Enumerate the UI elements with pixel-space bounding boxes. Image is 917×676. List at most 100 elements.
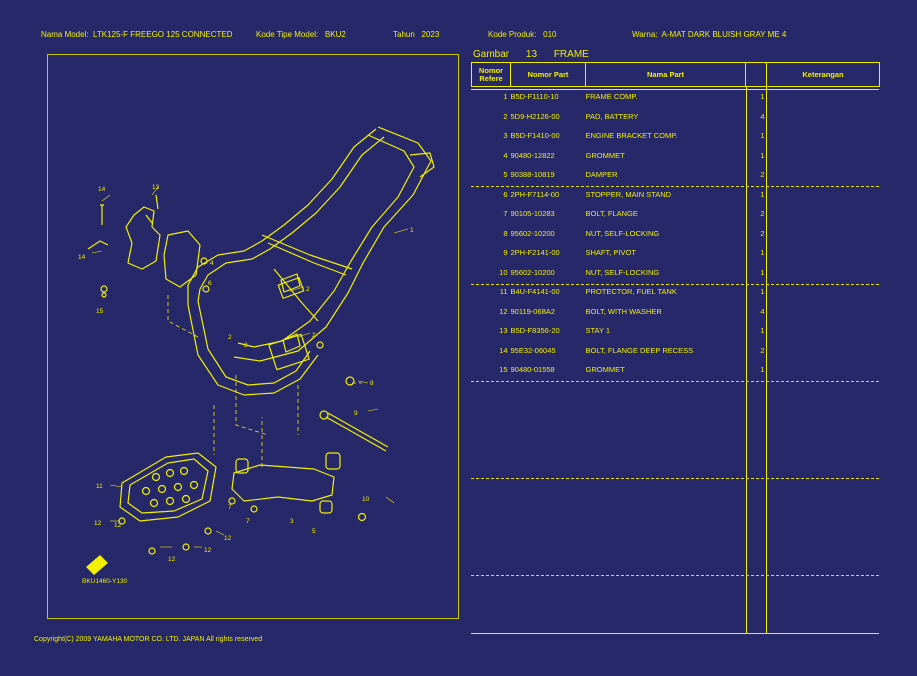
figure-name: FRAME [553, 49, 589, 60]
callout-7b: 7 [246, 518, 250, 525]
notes-cell [767, 302, 880, 322]
callout-15: 15 [96, 308, 104, 315]
table-row [472, 575, 880, 595]
part-number-cell [511, 399, 586, 419]
callout-12c: 12 [204, 547, 212, 554]
part-name-cell [586, 438, 746, 458]
ref-number-cell: 7 [503, 209, 508, 219]
notes-cell [767, 224, 880, 244]
ref-number-cell [472, 575, 511, 595]
figure-title: Gambar 13 FRAME [473, 49, 603, 60]
ref-number-cell: 11 [499, 287, 508, 297]
callout-11: 11 [96, 483, 103, 490]
frame-downtube [243, 128, 377, 252]
ref-number-cell: 5 [503, 170, 508, 180]
part-number-cell: 90480-12822 [510, 150, 555, 160]
notes-cell [767, 107, 880, 127]
callout-labels: 1 2 2 2 2 3 4 5 6 7 7 8 9 10 11 12 12 12… [78, 184, 414, 563]
col-part-name: Nama Part [585, 62, 746, 87]
part-number-cell: B5D-F1110-10 [510, 92, 559, 102]
part-name-cell: BOLT, FLANGE DEEP RECESS [585, 345, 694, 355]
ref-number-cell: 14 [499, 345, 508, 355]
quantity-cell: 1 [760, 267, 765, 277]
part-number-cell [511, 380, 586, 400]
quantity-cell [746, 536, 767, 556]
model-type-label: Kode Tipe Model: [256, 30, 319, 39]
part-name-cell: BOLT, WITH WASHER [585, 306, 662, 316]
callout-3: 3 [290, 518, 294, 525]
group-separator-3 [471, 381, 879, 382]
callout-4: 4 [210, 260, 214, 267]
model-year: Tahun 2023 [393, 30, 439, 39]
group-separator-5 [471, 575, 879, 576]
part-name-cell [586, 614, 746, 634]
ref-number-cell [472, 555, 511, 575]
callout-2d: 2 [244, 342, 248, 349]
quantity-cell [746, 438, 767, 458]
callout-12e: 12 [114, 522, 122, 529]
callout-1: 1 [410, 227, 414, 234]
quantity-cell: 4 [760, 111, 765, 121]
part-name-cell: PAD, BATTERY [585, 111, 639, 121]
part-number-cell [511, 536, 586, 556]
quantity-cell: 1 [760, 189, 765, 199]
figure-code: BKU1460-Y130 [82, 578, 128, 585]
product-code-value: 010 [543, 30, 557, 39]
engine-bracket [231, 464, 335, 502]
callout-7a: 7 [228, 504, 232, 511]
model-type-value: BKU2 [324, 30, 346, 39]
notes-cell [767, 477, 880, 497]
ref-number-cell [472, 594, 511, 614]
color-label: Warna: [632, 30, 658, 39]
ref-number-cell: 4 [503, 150, 508, 160]
quantity-cell: 1 [760, 287, 765, 297]
quantity-cell [746, 555, 767, 575]
year-value: 2023 [421, 30, 440, 39]
part-name-cell [586, 399, 746, 419]
table-bottom-rule [471, 633, 879, 634]
col-part-number: Nomor Part [510, 62, 586, 87]
notes-cell [767, 575, 880, 595]
table-row [472, 380, 880, 400]
part-name-cell: FRAME COMP. [585, 92, 638, 102]
callout-6: 6 [208, 280, 212, 287]
model-name: Nama Model: LTK125-F FREEGO 125 CONNECTE… [41, 30, 232, 39]
callout-9: 9 [354, 410, 358, 417]
part-name-cell: ENGINE BRACKET COMP. [585, 131, 678, 141]
notes-cell [767, 321, 880, 341]
part-number-cell: 95E32-06045 [510, 345, 556, 355]
ref-number-cell: 6 [503, 189, 508, 199]
ref-number-cell [472, 399, 511, 419]
part-name-cell [586, 380, 746, 400]
part-number-cell: 90480-01558 [510, 365, 555, 375]
part-number-cell: B4U-F4141-00 [510, 287, 560, 297]
table-row [472, 419, 880, 439]
color-value: A-MAT DARK BLUISH GRAY ME 4 [661, 30, 787, 39]
part-number-cell [511, 419, 586, 439]
ref-number-cell [472, 380, 511, 400]
part-number-cell [511, 555, 586, 575]
notes-cell [767, 458, 880, 478]
header-bottom-rule [471, 89, 879, 90]
group-separator-1 [471, 186, 879, 187]
part-number-cell [511, 575, 586, 595]
ref-number-cell: 8 [503, 228, 508, 238]
parts-table: Nomor Refere Nomor Part Nama Part Ketera… [471, 62, 880, 633]
part-name-cell [586, 477, 746, 497]
part-number-cell: B5D-F8356-20 [510, 326, 560, 336]
part-number-cell [511, 614, 586, 634]
ref-number-cell: 15 [499, 365, 508, 375]
notes-cell [767, 185, 880, 205]
table-row [472, 477, 880, 497]
ref-number-cell: 13 [499, 326, 508, 336]
ref-number-cell [472, 458, 511, 478]
notes-cell [767, 399, 880, 419]
notes-cell [767, 243, 880, 263]
col-notes: Keterangan [766, 62, 880, 87]
product-code: Kode Produk: 010 [488, 30, 557, 39]
